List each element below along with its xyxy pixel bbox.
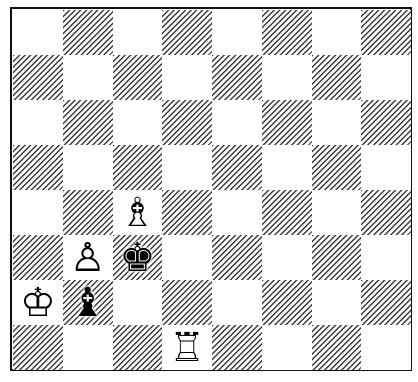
white-bishop-icon-glyph: ♗	[119, 193, 155, 233]
black-bishop-icon[interactable]: ♝	[63, 280, 113, 325]
square-e5[interactable]	[212, 145, 262, 190]
chess-diagram-frame: ♗ ♙ ♚ ♔ ♝ ♖	[10, 7, 412, 371]
square-g5[interactable]	[312, 145, 362, 190]
square-c8[interactable]	[113, 10, 163, 55]
square-g2[interactable]	[312, 280, 362, 325]
square-a4[interactable]	[13, 190, 63, 235]
square-d7[interactable]	[162, 55, 212, 100]
square-e2[interactable]	[212, 280, 262, 325]
white-king-icon[interactable]: ♔	[13, 280, 63, 325]
square-f4[interactable]	[262, 190, 312, 235]
square-c1[interactable]	[113, 325, 163, 370]
square-f1[interactable]	[262, 325, 312, 370]
square-a3[interactable]	[13, 235, 63, 280]
square-h5[interactable]	[361, 145, 411, 190]
white-rook-icon[interactable]: ♖	[162, 325, 212, 370]
square-a8[interactable]	[13, 10, 63, 55]
square-c6[interactable]	[113, 100, 163, 145]
square-e3[interactable]	[212, 235, 262, 280]
square-d5[interactable]	[162, 145, 212, 190]
square-c2[interactable]	[113, 280, 163, 325]
square-b6[interactable]	[63, 100, 113, 145]
square-a6[interactable]	[13, 100, 63, 145]
chess-board: ♗ ♙ ♚ ♔ ♝ ♖	[13, 10, 411, 370]
square-f5[interactable]	[262, 145, 312, 190]
square-e7[interactable]	[212, 55, 262, 100]
square-e6[interactable]	[212, 100, 262, 145]
square-a1[interactable]	[13, 325, 63, 370]
square-b4[interactable]	[63, 190, 113, 235]
square-e4[interactable]	[212, 190, 262, 235]
square-h2[interactable]	[361, 280, 411, 325]
square-e8[interactable]	[212, 10, 262, 55]
square-f7[interactable]	[262, 55, 312, 100]
square-h1[interactable]	[361, 325, 411, 370]
square-g6[interactable]	[312, 100, 362, 145]
square-d8[interactable]	[162, 10, 212, 55]
square-h3[interactable]	[361, 235, 411, 280]
square-f2[interactable]	[262, 280, 312, 325]
square-g7[interactable]	[312, 55, 362, 100]
black-king-icon-glyph: ♚	[119, 238, 155, 278]
square-e1[interactable]	[212, 325, 262, 370]
white-bishop-icon[interactable]: ♗	[113, 190, 163, 235]
black-bishop-icon-glyph: ♝	[70, 283, 106, 323]
white-king-icon-glyph: ♔	[20, 283, 56, 323]
square-d4[interactable]	[162, 190, 212, 235]
white-pawn-icon-glyph: ♙	[70, 238, 106, 278]
square-d2[interactable]	[162, 280, 212, 325]
square-c7[interactable]	[113, 55, 163, 100]
square-h4[interactable]	[361, 190, 411, 235]
white-rook-icon-glyph: ♖	[169, 328, 205, 368]
square-g1[interactable]	[312, 325, 362, 370]
square-b8[interactable]	[63, 10, 113, 55]
square-a5[interactable]	[13, 145, 63, 190]
square-f3[interactable]	[262, 235, 312, 280]
square-d3[interactable]	[162, 235, 212, 280]
square-b1[interactable]	[63, 325, 113, 370]
square-a7[interactable]	[13, 55, 63, 100]
square-g3[interactable]	[312, 235, 362, 280]
black-king-icon[interactable]: ♚	[113, 235, 163, 280]
square-d6[interactable]	[162, 100, 212, 145]
square-b5[interactable]	[63, 145, 113, 190]
square-h6[interactable]	[361, 100, 411, 145]
square-b7[interactable]	[63, 55, 113, 100]
square-h7[interactable]	[361, 55, 411, 100]
square-h8[interactable]	[361, 10, 411, 55]
square-g8[interactable]	[312, 10, 362, 55]
square-c5[interactable]	[113, 145, 163, 190]
square-g4[interactable]	[312, 190, 362, 235]
square-f6[interactable]	[262, 100, 312, 145]
square-f8[interactable]	[262, 10, 312, 55]
white-pawn-icon[interactable]: ♙	[63, 235, 113, 280]
